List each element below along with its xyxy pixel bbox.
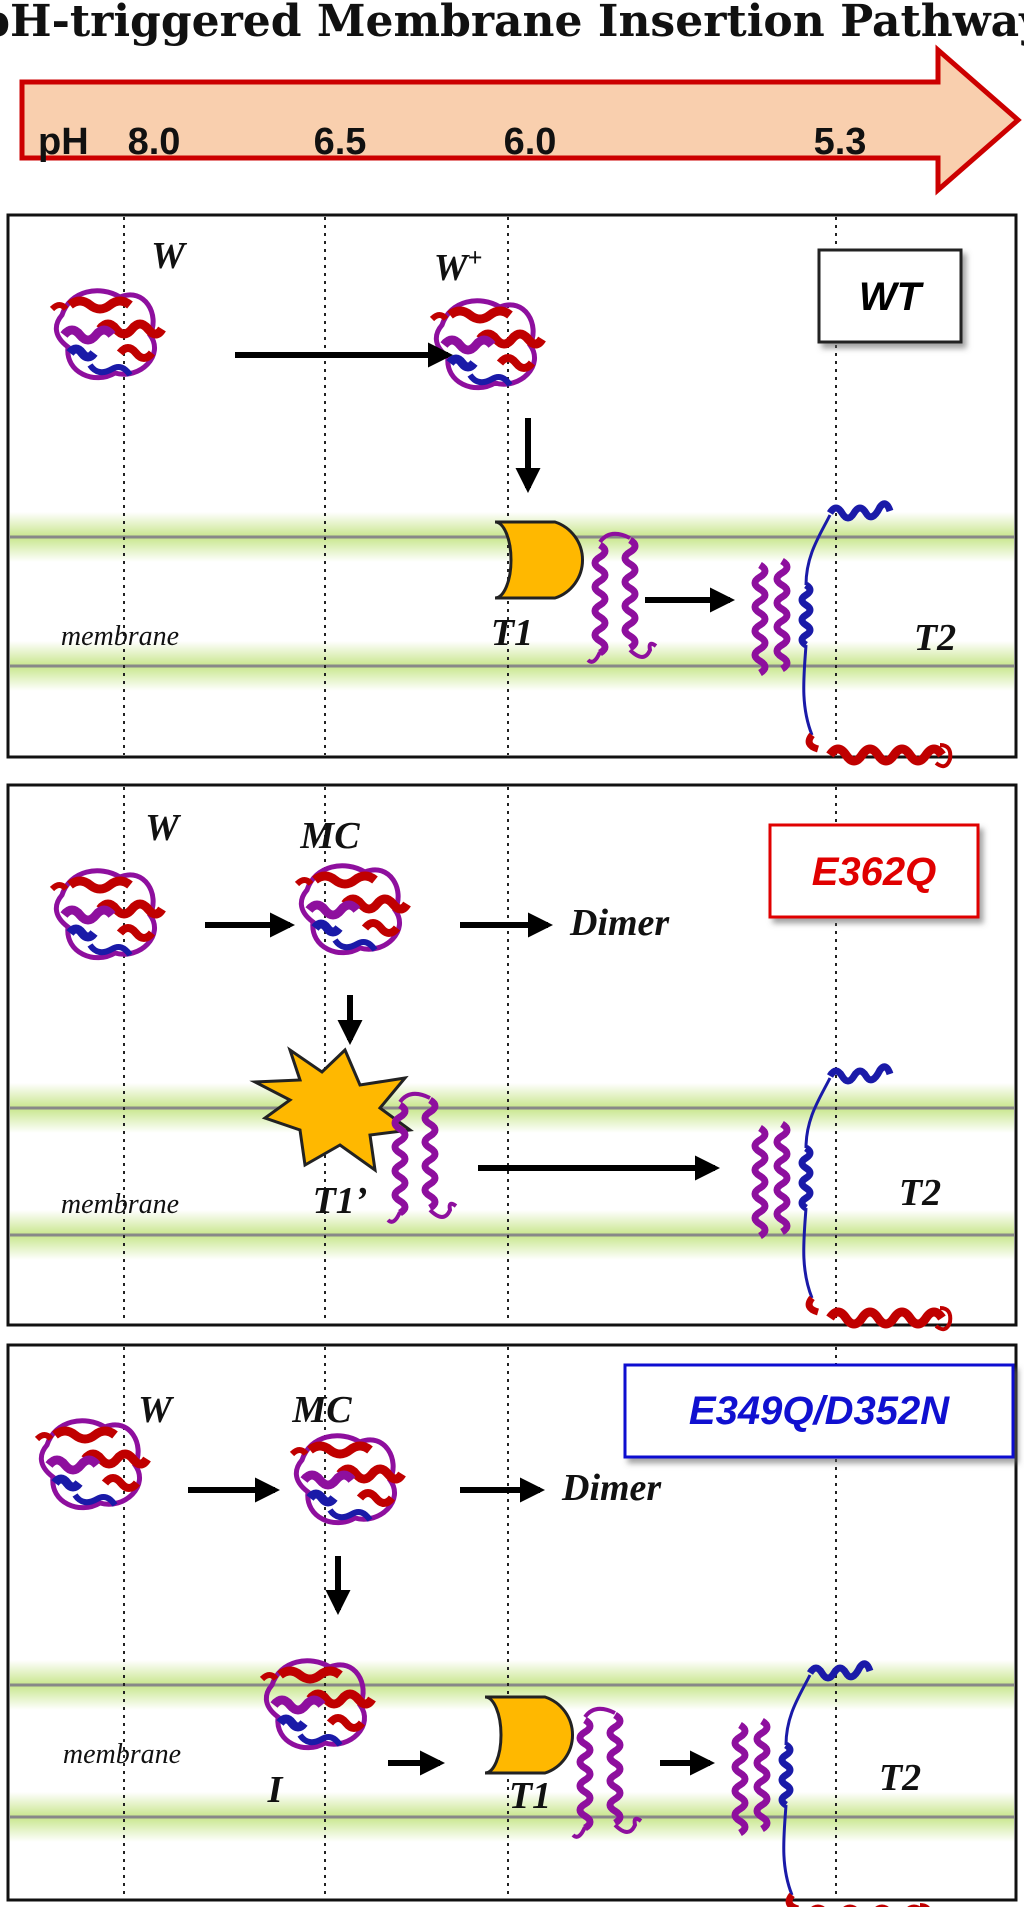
label-i: I <box>267 1769 284 1811</box>
label-dimer: Dimer <box>561 1467 662 1509</box>
label-w: W <box>138 1389 175 1431</box>
panel-wt <box>6 213 1018 766</box>
label-t1: T1 <box>509 1775 551 1817</box>
label-membrane: membrane <box>63 1739 181 1770</box>
label-t2: T2 <box>879 1757 921 1799</box>
variant-box-wt <box>817 248 963 344</box>
label-dimer: Dimer <box>569 902 670 944</box>
ph-tick-8-0: 8.0 <box>128 121 181 163</box>
label-mc: MC <box>291 1389 352 1431</box>
label-t1-prime: T1’ <box>313 1180 368 1222</box>
starburst-t1-prime <box>249 1046 414 1174</box>
ph-tick-5-3: 5.3 <box>814 121 867 163</box>
variant-box-e349q-d352n <box>623 1363 1015 1459</box>
panel-e362q <box>6 783 1018 1329</box>
label-membrane: membrane <box>61 621 179 652</box>
ph-unit-label: pH <box>38 121 89 163</box>
variant-label-e349q-d352n: E349Q/D352N <box>689 1389 950 1433</box>
label-t2: T2 <box>914 617 956 659</box>
ph-tick-6-5: 6.5 <box>314 121 367 163</box>
variant-label-e362q: E362Q <box>812 850 937 894</box>
panel-e349q-d352n <box>6 1343 1018 1907</box>
variant-label-wt: WT <box>859 275 925 319</box>
label-t1: T1 <box>491 612 533 654</box>
ph-arrow <box>19 44 1022 196</box>
label-mc: MC <box>299 815 360 857</box>
variant-box-e362q <box>768 823 980 919</box>
ph-tick-6-0: 6.0 <box>504 121 557 163</box>
label-w: W <box>151 235 188 277</box>
label-membrane: membrane <box>61 1189 179 1220</box>
label-w: W <box>145 807 182 849</box>
figure-title: pH-triggered Membrane Insertion Pathway <box>0 0 1024 47</box>
label-t2: T2 <box>899 1172 941 1214</box>
